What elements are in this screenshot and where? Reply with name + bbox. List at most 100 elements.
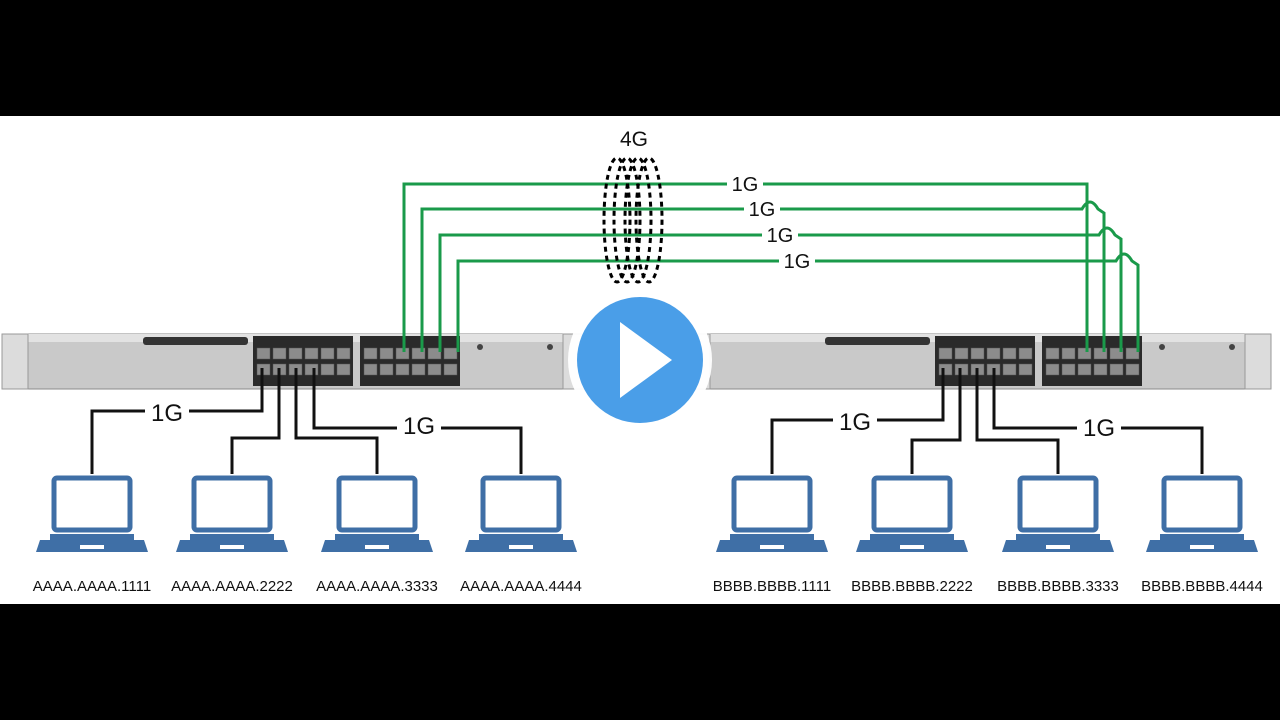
port-block	[1042, 336, 1142, 386]
host-mac-label: AAAA.AAAA.1111	[33, 578, 151, 595]
laptop-keyboard	[1016, 534, 1100, 542]
trunk-label: 1G	[732, 174, 759, 196]
trunk-label-bg	[744, 197, 780, 219]
rack-ear	[1244, 333, 1272, 390]
laptop-keyboard	[730, 534, 814, 542]
host-mac-label: BBBB.BBBB.4444	[1141, 578, 1263, 595]
trunk-label: 1G	[784, 251, 811, 273]
switch-port	[411, 347, 426, 360]
host-cable	[230, 368, 281, 474]
switch-port	[288, 347, 303, 360]
switch-port	[1045, 363, 1060, 376]
switch-port	[1002, 347, 1017, 360]
status-led-strip	[143, 337, 248, 345]
trunk-link	[456, 252, 1140, 352]
laptop-trackpad	[1046, 545, 1070, 549]
laptop-screen	[731, 475, 813, 533]
status-led-strip	[825, 337, 930, 345]
switch-port	[427, 347, 442, 360]
switch-port	[938, 347, 953, 360]
rack-ear	[1, 333, 29, 390]
host-mac-label: BBBB.BBBB.3333	[997, 578, 1119, 595]
switch-group	[1, 333, 1272, 390]
left-host-link-label: 1G	[151, 400, 183, 427]
host-mac-label: BBBB.BBBB.1111	[713, 578, 831, 595]
switch-port	[954, 347, 969, 360]
laptop-keyboard	[335, 534, 419, 542]
switch-port	[1045, 347, 1060, 360]
switch-port	[336, 347, 351, 360]
port-block	[253, 336, 353, 386]
laptop-icon: BBBB.BBBB.2222	[851, 475, 973, 595]
switch-port	[1125, 363, 1140, 376]
switch-port	[272, 347, 287, 360]
switch-port	[256, 347, 271, 360]
laptop-trackpad	[80, 545, 104, 549]
host-cable	[294, 368, 379, 474]
switch-port	[411, 363, 426, 376]
laptop-icon: BBBB.BBBB.1111	[713, 475, 831, 595]
laptop-keyboard	[1160, 534, 1244, 542]
letterbox-bottom	[0, 604, 1280, 720]
switch-port	[1077, 347, 1092, 360]
switch-port	[363, 363, 378, 376]
laptop-icon: AAAA.AAAA.3333	[316, 475, 438, 595]
switch-port	[1093, 347, 1108, 360]
label-gap	[1077, 414, 1121, 440]
laptop-icon: AAAA.AAAA.2222	[171, 475, 293, 595]
switch-port	[1077, 363, 1092, 376]
laptop-trackpad	[365, 545, 389, 549]
port-block	[360, 336, 460, 386]
screw-icon	[477, 344, 483, 350]
switch-port	[1002, 363, 1017, 376]
label-gap	[145, 397, 189, 423]
switch-port	[427, 363, 442, 376]
laptop-keyboard	[479, 534, 563, 542]
lacp-bundle-icon	[602, 156, 664, 284]
laptop-trackpad	[220, 545, 244, 549]
switch-port	[443, 347, 458, 360]
switch-port	[304, 347, 319, 360]
switch-port	[938, 363, 953, 376]
right-host-link-label: 1G	[839, 409, 871, 436]
laptop-icon: BBBB.BBBB.3333	[997, 475, 1119, 595]
host-mac-label: BBBB.BBBB.2222	[851, 578, 973, 595]
switch-port	[1061, 363, 1076, 376]
switch-port	[986, 347, 1001, 360]
switch-port	[1018, 363, 1033, 376]
trunk-link	[438, 226, 1123, 352]
label-gap	[833, 406, 877, 432]
screw-icon	[547, 344, 553, 350]
switch-port	[1018, 347, 1033, 360]
switch-port	[1093, 363, 1108, 376]
letterbox-top	[0, 0, 1280, 116]
host-mac-label: AAAA.AAAA.2222	[171, 578, 293, 595]
trunk-label-bg	[727, 172, 763, 194]
play-button[interactable]	[568, 288, 712, 432]
laptop-trackpad	[900, 545, 924, 549]
laptop-screen	[871, 475, 953, 533]
switch-port	[1109, 347, 1124, 360]
aggregate-label: 4G	[620, 128, 648, 151]
laptop-keyboard	[870, 534, 954, 542]
laptop-screen	[51, 475, 133, 533]
trunk-label-bg	[762, 223, 798, 245]
laptop-screen	[1161, 475, 1243, 533]
label-gap	[397, 414, 441, 440]
laptop-screen	[1017, 475, 1099, 533]
host-mac-label: AAAA.AAAA.3333	[316, 578, 438, 595]
switch-port	[320, 347, 335, 360]
switch-port	[304, 363, 319, 376]
laptop-keyboard	[190, 534, 274, 542]
switch-port	[1109, 363, 1124, 376]
trunk-link	[420, 200, 1106, 352]
host-links	[90, 368, 1204, 474]
screw-icon	[1159, 344, 1165, 350]
screw-icon	[1229, 344, 1235, 350]
laptop-screen	[191, 475, 273, 533]
switch-port	[1061, 347, 1076, 360]
laptop-group: AAAA.AAAA.1111 AAAA.AAAA.2222 AAAA.AAAA.33…	[33, 475, 1263, 595]
right-host-link-label-2: 1G	[1083, 415, 1115, 442]
trunk-label: 1G	[749, 199, 776, 221]
